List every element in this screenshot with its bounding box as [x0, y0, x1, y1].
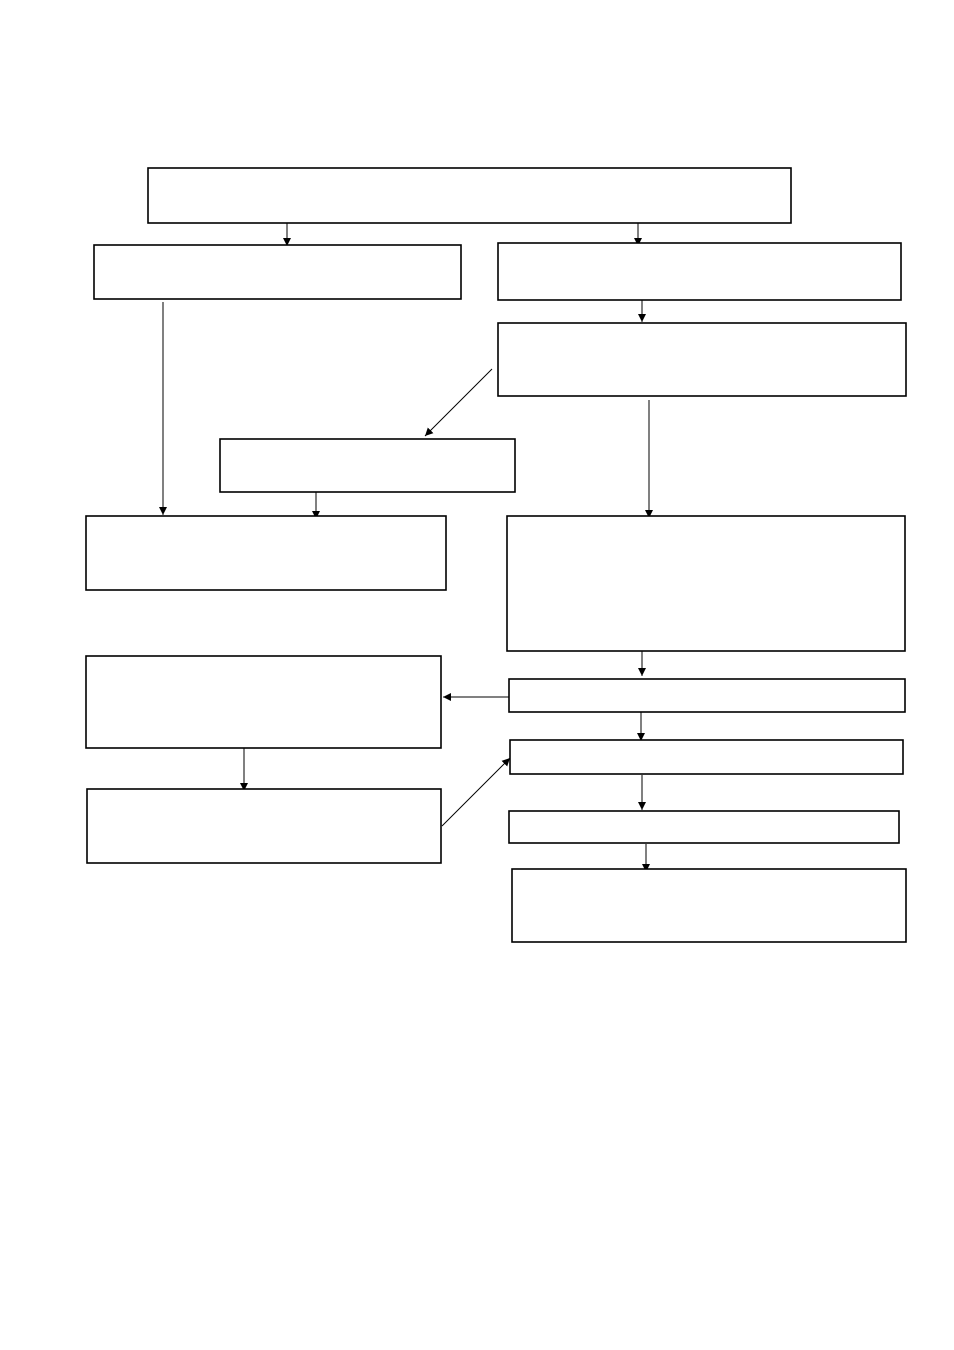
arrow-n4-to-n5 [424, 368, 493, 437]
node-box-n7 [506, 515, 906, 652]
flowchart-node-n3 [497, 242, 902, 301]
flowchart-node-n1 [147, 167, 792, 224]
node-box-n5 [219, 438, 516, 493]
node-box-n1 [147, 167, 792, 224]
node-box-n2 [93, 244, 462, 300]
flowchart-node-n8 [508, 678, 906, 713]
flowchart-node-n11 [85, 655, 442, 749]
flowchart-node-n2 [93, 244, 462, 300]
edges-layer [159, 223, 653, 872]
flowchart-node-n7 [506, 515, 906, 652]
flowchart-node-n10 [508, 810, 900, 844]
flowchart-node-n12 [86, 788, 442, 864]
node-box-n9 [509, 739, 904, 775]
node-box-n3 [497, 242, 902, 301]
node-box-n8 [508, 678, 906, 713]
node-box-n4 [497, 322, 907, 397]
flowchart-node-n13 [511, 868, 907, 943]
node-box-n11 [85, 655, 442, 749]
node-box-n12 [86, 788, 442, 864]
arrow-n12-to-n9 [441, 757, 511, 827]
node-box-n13 [511, 868, 907, 943]
flowchart-node-n5 [219, 438, 516, 493]
flowchart-node-n9 [509, 739, 904, 775]
nodes-layer [85, 167, 907, 943]
node-box-n6 [85, 515, 447, 591]
flowchart-node-n6 [85, 515, 447, 591]
node-box-n10 [508, 810, 900, 844]
flowchart-node-n4 [497, 322, 907, 397]
